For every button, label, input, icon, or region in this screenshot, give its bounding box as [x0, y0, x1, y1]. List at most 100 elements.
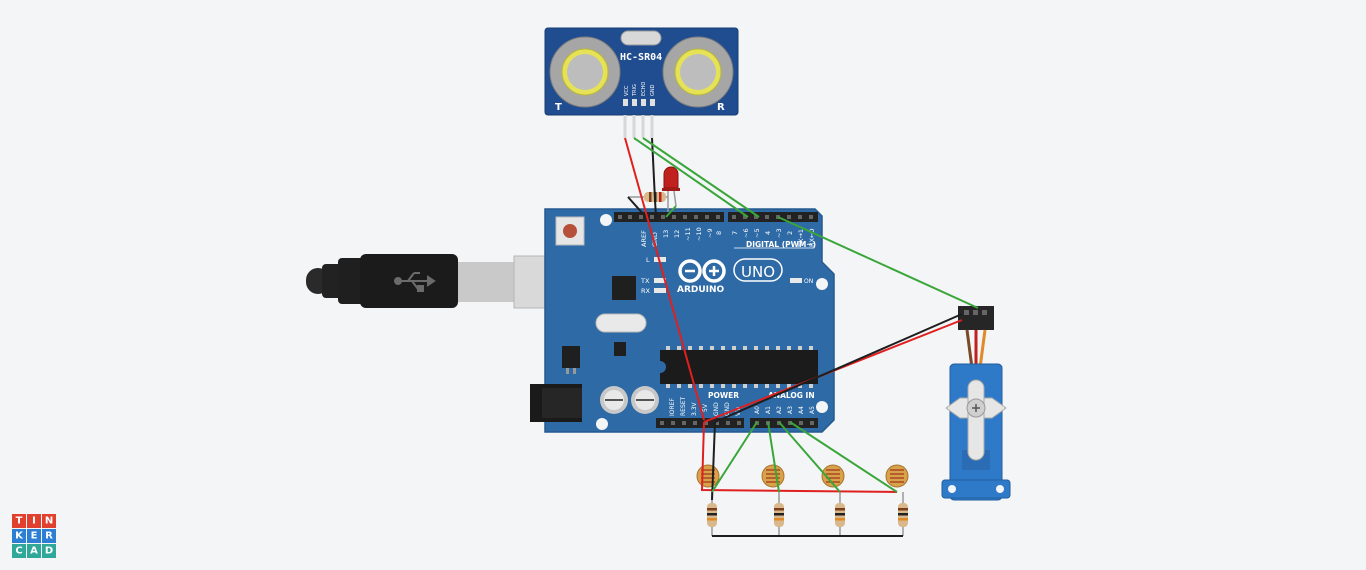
photoresistor[interactable] [821, 464, 845, 488]
pin-label-aref: AREF [640, 230, 648, 247]
pin-label-5: ~5 [753, 228, 761, 238]
sensor-pin-label-vcc: VCC [624, 85, 630, 96]
photoresistor[interactable] [761, 464, 785, 488]
wire-a2[interactable] [778, 421, 841, 493]
sensor-pin-label-gnd: GND [650, 84, 656, 96]
digital-header-label: DIGITAL (PWM~) [746, 240, 816, 249]
wire-servo-signal[interactable] [777, 216, 979, 309]
wire-a0[interactable] [711, 421, 758, 493]
resistor[interactable] [898, 492, 908, 536]
pin-label-reset: RESET [680, 396, 687, 416]
wire-sensor-echo[interactable] [642, 137, 760, 218]
wire-a1[interactable] [767, 421, 780, 493]
uno-badge: UNO [733, 258, 783, 282]
logo-letter: I [32, 516, 36, 527]
analog-label: ANALOG IN [768, 391, 815, 400]
mounting-hole [600, 214, 612, 226]
logo-letter: T [16, 516, 23, 527]
wire-ldr-power[interactable] [700, 421, 898, 493]
receiver-transducer [662, 36, 734, 108]
power-label: POWER [708, 391, 739, 400]
wire-sensor-trig[interactable] [633, 137, 749, 218]
sensor-pins[interactable] [623, 115, 654, 138]
pin-label-a0: A0 [754, 406, 761, 414]
pin-label-1: TX→1 [797, 229, 805, 248]
wire-led-gnd[interactable] [627, 196, 646, 217]
pin-label-0: RX←0 [808, 228, 816, 247]
voltage-regulator [562, 346, 580, 374]
capacitor [631, 386, 659, 414]
photoresistor[interactable] [885, 464, 909, 488]
pin-label-13: 13 [662, 230, 670, 238]
wire-servo-ground[interactable] [714, 313, 963, 423]
usb-symbol-icon [394, 272, 436, 292]
led-resistor[interactable] [628, 192, 668, 202]
pin-label-8: 8 [715, 231, 723, 235]
pin-label-11: ~11 [684, 227, 692, 241]
pin-label-3v3: 3.3V [691, 401, 698, 416]
reset-button[interactable] [555, 216, 585, 246]
usb-cable[interactable] [306, 254, 585, 309]
sensor-r-label: R [717, 102, 725, 113]
pin-label-12: 12 [673, 230, 681, 238]
wire-sensor-gnd[interactable] [651, 137, 657, 218]
arduino-uno-board[interactable]: AREF GND 13 12 ~11 ~10 ~9 8 7 ~6 ~5 4 ~3… [530, 208, 835, 433]
power-jack[interactable] [530, 384, 582, 422]
photoresistor[interactable] [696, 464, 720, 488]
mounting-hole [596, 418, 608, 430]
servo-horn[interactable] [945, 379, 1007, 461]
resistor[interactable] [774, 492, 784, 536]
crystal-oscillator [595, 313, 647, 333]
atmega-chip [660, 346, 818, 388]
pin-label-ioref: IOREF [669, 398, 676, 416]
pin-label-2: 2 [786, 231, 794, 235]
wires[interactable] [624, 137, 979, 537]
pin-label-gnd-2: GND [724, 402, 731, 416]
pin-label-a2: A2 [776, 406, 783, 414]
wire-sensor-vcc[interactable] [624, 137, 705, 421]
sensor-t-label: T [555, 102, 562, 113]
on-led-label: ON [804, 278, 813, 285]
pin-label-gnd: GND [651, 232, 659, 247]
sensor-model-label: HC-SR04 [620, 52, 662, 63]
crystal [620, 30, 662, 46]
pin-label-9: ~9 [706, 228, 714, 238]
resistor[interactable] [835, 492, 845, 536]
sensor-pin-pads [623, 99, 655, 106]
tinkercad-logo[interactable]: T I N K E R C A D [12, 514, 56, 558]
digital-header[interactable] [614, 212, 818, 222]
pin-label-a4: A4 [798, 406, 805, 414]
logo-letter: A [30, 546, 38, 557]
pin-label-4: 4 [764, 231, 772, 235]
mounting-hole [816, 401, 828, 413]
pin-label-10: ~10 [695, 227, 703, 241]
led-rx-label: RX [641, 287, 651, 295]
power-header[interactable] [656, 418, 744, 428]
servo-connector[interactable] [958, 306, 994, 330]
logo-letter: N [45, 516, 53, 527]
pin-label-a3: A3 [787, 406, 794, 414]
pin-label-7: 7 [731, 231, 739, 235]
micro-servo[interactable] [941, 306, 1011, 501]
pin-label-6: ~6 [742, 228, 750, 238]
pin-label-a5: A5 [809, 406, 816, 414]
ultrasonic-sensor-hc-sr04[interactable]: HC-SR04 VCC TRIG ECHO GND T R [544, 27, 739, 138]
pin-label-5v: 5V [702, 403, 709, 412]
small-chip [614, 342, 626, 356]
wire-resistor-ground[interactable] [711, 421, 716, 501]
sensor-pin-label-echo: ECHO [641, 82, 647, 96]
mounting-hole [816, 278, 828, 290]
brand-label: ARDUINO [677, 285, 725, 295]
logo-letter: K [15, 531, 24, 542]
red-led[interactable] [662, 166, 680, 212]
logo-letter: C [15, 546, 22, 557]
transmitter-transducer [549, 36, 621, 108]
logo-letter: D [45, 546, 53, 557]
wire-a3[interactable] [789, 421, 898, 493]
sensor-pin-label-trig: TRIG [632, 84, 638, 97]
wire-led-signal[interactable] [665, 205, 677, 218]
capacitor [600, 386, 628, 414]
led-tx-label: TX [640, 277, 650, 285]
arduino-logo-icon [678, 259, 726, 283]
